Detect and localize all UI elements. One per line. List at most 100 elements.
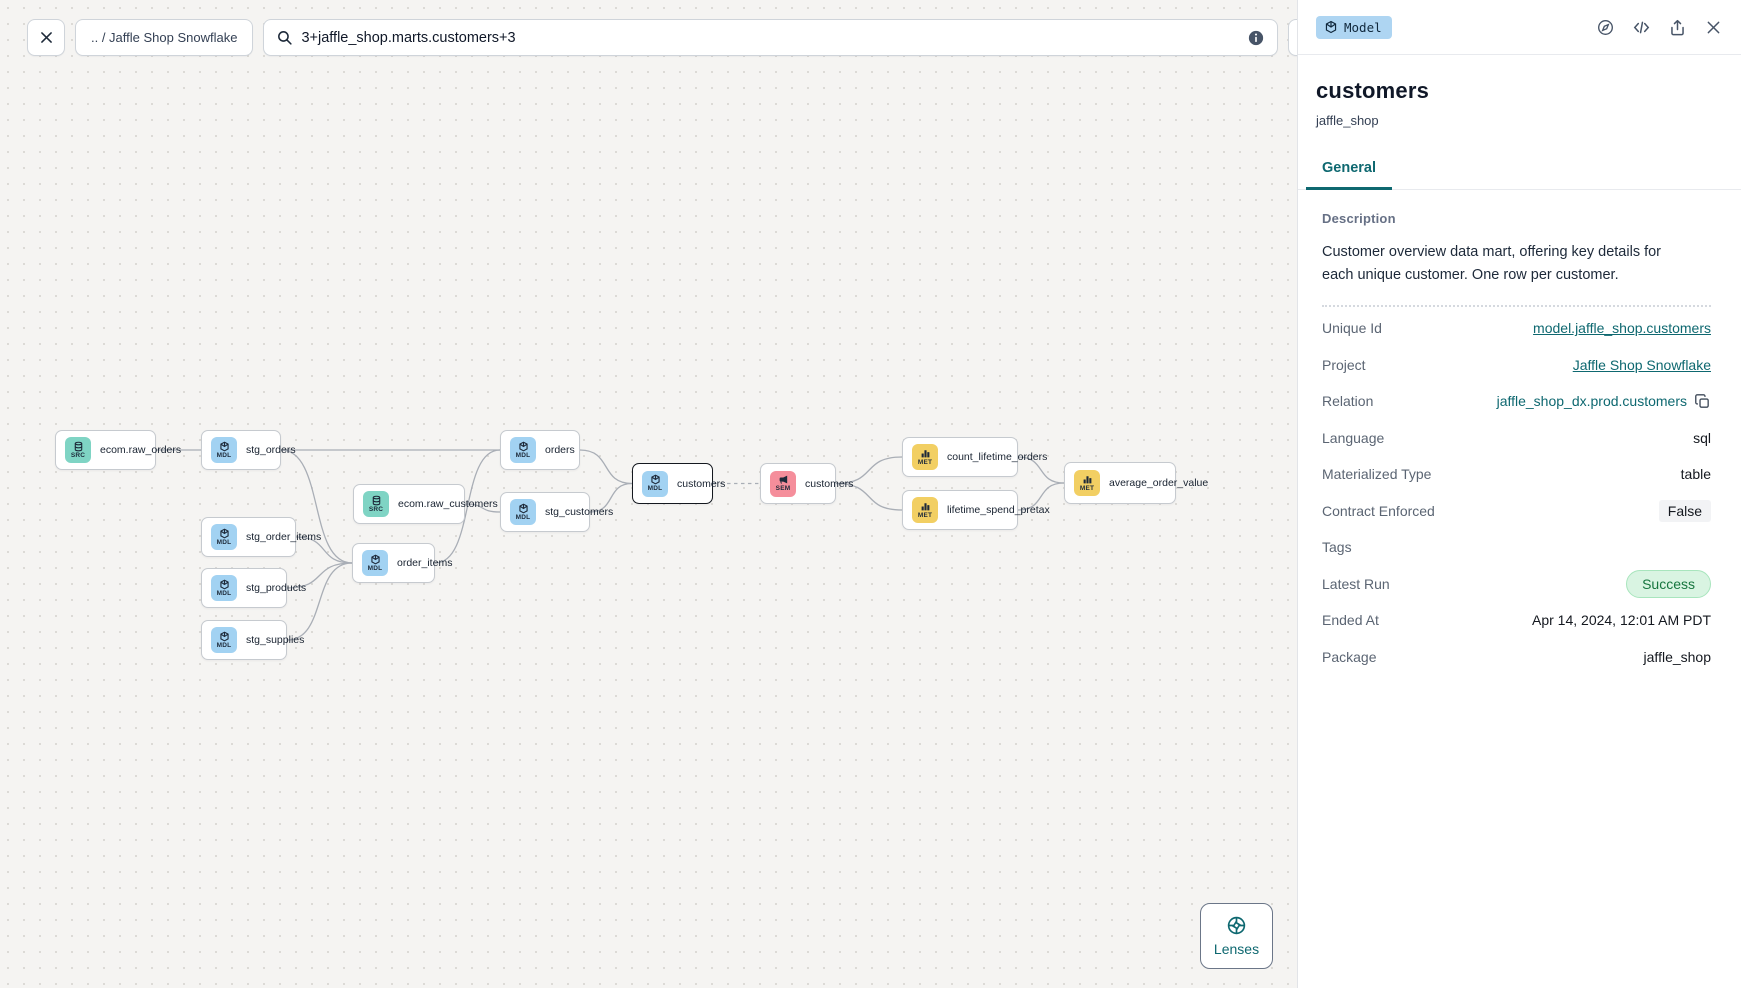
close-icon bbox=[40, 32, 52, 43]
code-icon bbox=[1633, 21, 1650, 33]
field-value: Jaffle Shop Snowflake bbox=[1573, 357, 1711, 373]
bar-chart-icon: MET bbox=[912, 497, 938, 523]
bar-chart-icon: MET bbox=[1074, 470, 1100, 496]
graph-node-label: customers bbox=[805, 477, 854, 490]
close-panel-button[interactable] bbox=[1704, 18, 1723, 37]
field-value: table bbox=[1680, 466, 1711, 483]
graph-node-order_items[interactable]: MDL order_items bbox=[352, 543, 452, 583]
graph-node-raw_customers[interactable]: SRC ecom.raw_customers bbox=[353, 484, 498, 524]
description-label: Description bbox=[1322, 211, 1396, 226]
edge-count_lifetime-to-avg_order_value bbox=[1017, 456, 1065, 484]
field-value: model.jaffle_shop.customers bbox=[1533, 320, 1711, 336]
cube-icon: MDL bbox=[211, 524, 237, 550]
close-icon bbox=[1707, 21, 1720, 33]
field-value-link[interactable]: Jaffle Shop Snowflake bbox=[1572, 356, 1711, 373]
edge-lifetime_spend-to-avg_order_value bbox=[1017, 482, 1065, 511]
view-code-button[interactable] bbox=[1632, 18, 1651, 37]
copy-icon[interactable] bbox=[1694, 393, 1711, 410]
description-text: Customer overview data mart, offering ke… bbox=[1322, 244, 1662, 284]
search-icon bbox=[278, 31, 293, 45]
field-row-package: Package jaffle_shop bbox=[1322, 638, 1711, 675]
graph-node-stg_products[interactable]: MDL stg_products bbox=[201, 568, 306, 608]
field-row-project: Project Jaffle Shop Snowflake bbox=[1322, 346, 1711, 383]
field-label: Latest Run bbox=[1322, 575, 1390, 592]
lineage-search-input[interactable] bbox=[301, 29, 1240, 46]
cube-icon bbox=[1325, 20, 1337, 34]
edge-stg_orders-to-order_items bbox=[280, 449, 353, 564]
database-icon: SRC bbox=[65, 437, 91, 463]
compass-icon bbox=[1598, 19, 1613, 35]
lenses-button[interactable]: Lenses bbox=[1200, 903, 1273, 969]
field-row-tags: Tags bbox=[1322, 529, 1711, 566]
lineage-canvas[interactable]: .. / Jaffle Shop Snowflake SRCecom.raw_o… bbox=[0, 0, 1298, 988]
bar-chart-icon: MET bbox=[912, 444, 938, 470]
field-value: Apr 14, 2024, 12:01 AM PDT bbox=[1532, 612, 1711, 629]
megaphone-icon: SEM bbox=[770, 470, 796, 497]
refresh-lineage-button[interactable] bbox=[1288, 19, 1297, 56]
info-icon[interactable] bbox=[1247, 29, 1265, 47]
field-label: Project bbox=[1322, 356, 1366, 373]
cube-icon: MDL bbox=[211, 575, 237, 601]
share-button[interactable] bbox=[1668, 18, 1687, 37]
close-lineage-button[interactable] bbox=[27, 19, 65, 56]
graph-node-count_lifetime[interactable]: MET count_lifetime_orders bbox=[902, 437, 1047, 477]
database-icon: SRC bbox=[363, 491, 389, 517]
edge-customers_sem-to-lifetime_spend bbox=[835, 482, 903, 511]
graph-node-label: ecom.raw_customers bbox=[398, 498, 498, 510]
lenses-aperture-icon bbox=[1227, 916, 1246, 935]
tab-general[interactable]: General bbox=[1306, 151, 1392, 190]
graph-node-customers[interactable]: MDL customers bbox=[632, 463, 725, 504]
field-value: Success bbox=[1626, 569, 1711, 598]
edge-order_items-to-orders bbox=[434, 449, 501, 564]
contract-badge: False bbox=[1658, 499, 1711, 522]
graph-node-label: customers bbox=[677, 477, 726, 490]
panel-header: customers jaffle_shop bbox=[1298, 55, 1741, 128]
panel-body: Description Customer overview data mart,… bbox=[1298, 190, 1741, 675]
status-badge: Success bbox=[1626, 569, 1711, 598]
graph-node-label: stg_orders bbox=[246, 444, 296, 456]
field-label: Materialized Type bbox=[1322, 466, 1432, 483]
graph-node-customers_sem[interactable]: SEM customers bbox=[760, 463, 853, 504]
panel-topbar: Model bbox=[1298, 0, 1741, 55]
field-label: Contract Enforced bbox=[1322, 502, 1435, 519]
graph-node-label: stg_supplies bbox=[246, 634, 305, 646]
field-value: jaffle_shop bbox=[1643, 648, 1711, 665]
graph-node-label: count_lifetime_orders bbox=[947, 451, 1048, 463]
breadcrumb-label: .. / Jaffle Shop Snowflake bbox=[91, 30, 238, 45]
field-row-latest-run: Latest Run Success bbox=[1322, 565, 1711, 602]
breadcrumb[interactable]: .. / Jaffle Shop Snowflake bbox=[75, 19, 254, 56]
cube-icon: MDL bbox=[362, 550, 388, 576]
field-value: False bbox=[1658, 499, 1711, 522]
cube-icon: MDL bbox=[642, 470, 668, 497]
edge-raw_customers-to-stg_customers bbox=[464, 503, 501, 513]
field-row-materialized-type: Materialized Type table bbox=[1322, 456, 1711, 493]
edge-stg_customers-to-customers bbox=[589, 482, 633, 513]
graph-node-label: stg_products bbox=[246, 582, 307, 594]
share-icon bbox=[1671, 19, 1684, 35]
field-value: jaffle_shop_dx.prod.customers bbox=[1497, 393, 1711, 410]
field-value-link[interactable]: model.jaffle_shop.customers bbox=[1533, 320, 1711, 337]
field-label: Unique Id bbox=[1322, 320, 1382, 337]
field-value: sql bbox=[1693, 429, 1711, 446]
field-label: Tags bbox=[1322, 539, 1352, 556]
field-row-unique-id: Unique Id model.jaffle_shop.customers bbox=[1322, 310, 1711, 347]
explore-button[interactable] bbox=[1596, 18, 1615, 37]
field-label: Package bbox=[1322, 648, 1377, 665]
lineage-toolbar: .. / Jaffle Shop Snowflake bbox=[27, 19, 1297, 56]
panel-actions bbox=[1596, 18, 1723, 37]
package-subtitle: jaffle_shop bbox=[1316, 113, 1379, 128]
details-panel: Model customers jaffle_shop bbox=[1298, 0, 1741, 988]
panel-tabs: General bbox=[1298, 151, 1741, 190]
graph-node-label: order_items bbox=[397, 557, 453, 569]
